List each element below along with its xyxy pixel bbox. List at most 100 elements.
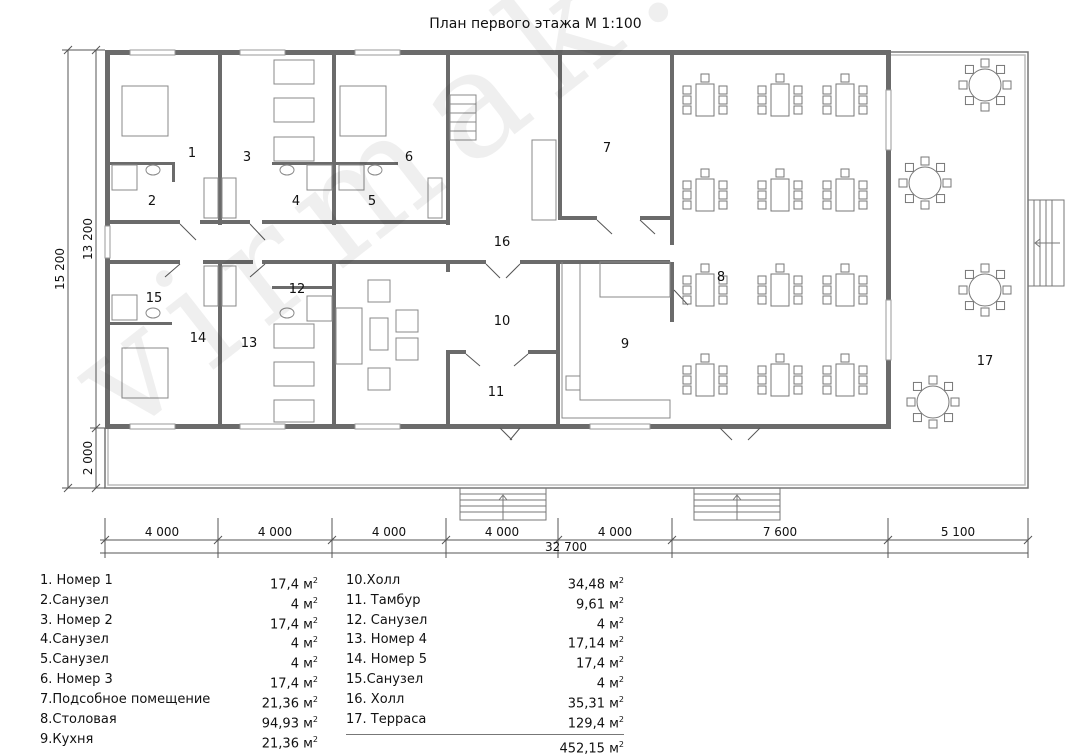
dim-total-height: 15 200 <box>53 248 67 290</box>
wardrobe <box>203 177 219 219</box>
area-value: 17,4 м <box>270 616 313 632</box>
room-label-8: 8 <box>717 270 725 285</box>
plan-title: План первого этажа М 1:100 <box>429 16 642 32</box>
room-label-10: 10 <box>494 314 511 329</box>
legend-room-name: 3. Номер 2 <box>40 612 113 628</box>
area-value: 94,93 м <box>261 716 313 732</box>
window <box>589 423 651 430</box>
area-value: 4 м <box>596 676 619 692</box>
legend-room-name: 6. Номер 3 <box>40 672 113 688</box>
legend-room-name: 8.Столовая <box>40 711 117 727</box>
legend-room-area: 9,61 м2 <box>576 593 624 613</box>
bed <box>273 361 315 387</box>
round-table <box>958 263 1012 317</box>
area-value: 35,31 м <box>567 696 619 712</box>
dim-h-4: 4 000 <box>485 525 519 539</box>
legend-room-name: 9.Кухня <box>40 731 94 747</box>
window <box>129 49 176 56</box>
legend-room-name: 5.Санузел <box>40 652 109 668</box>
window <box>239 49 286 56</box>
room-label-4: 4 <box>292 194 300 209</box>
dining-table <box>822 73 868 117</box>
area-value: 129,4 м <box>567 716 619 732</box>
dim-building-height: 13 200 <box>81 218 95 260</box>
legend-room-name: 2.Санузел <box>40 592 109 608</box>
bed <box>273 59 315 85</box>
dining-table <box>822 263 868 307</box>
terrace-outline <box>104 51 1029 489</box>
room-label-9: 9 <box>621 337 629 352</box>
legend-room-area: 17,4 м2 <box>270 573 318 593</box>
sink <box>145 164 161 176</box>
shower <box>306 295 333 322</box>
dimension-tick-mark <box>441 535 451 545</box>
area-unit-sup: 2 <box>312 694 318 704</box>
legend-room-area: 4 м2 <box>291 593 318 613</box>
room-label-13: 13 <box>241 336 258 351</box>
dim-h-6: 7 600 <box>763 525 797 539</box>
area-unit-sup: 2 <box>618 595 624 605</box>
area-unit-sup: 2 <box>312 655 318 665</box>
bed <box>273 136 315 162</box>
legend-room-area: 4 м2 <box>597 613 624 633</box>
area-value: 4 м <box>596 616 619 632</box>
area-value: 4 м <box>290 597 313 613</box>
room-label-2: 2 <box>148 194 156 209</box>
legend-row: 9.Кухня 21,36 м2 <box>40 732 318 752</box>
legend-room-area: 17,4 м2 <box>576 652 624 672</box>
shower <box>111 164 138 191</box>
legend-room-name: 15.Санузел <box>346 672 424 688</box>
area-unit-sup: 2 <box>618 576 624 585</box>
wardrobe <box>221 265 237 307</box>
room-label-14: 14 <box>190 331 207 346</box>
terrace-tables <box>898 58 1012 429</box>
bed <box>121 85 169 137</box>
room-label-3: 3 <box>243 150 251 165</box>
stairs <box>449 94 477 141</box>
coffee-table <box>369 317 389 351</box>
round-table <box>958 58 1012 112</box>
bed <box>273 399 315 423</box>
armchair <box>395 309 419 333</box>
area-unit-sup: 2 <box>618 739 624 749</box>
room-label-15: 15 <box>146 291 163 306</box>
dim-h-1: 4 000 <box>145 525 179 539</box>
legend-room-area: 129,4 м2 <box>568 712 624 732</box>
bed <box>121 347 169 399</box>
legend-row: 2.Санузел 4 м2 <box>40 593 318 613</box>
area-value: 21,36 м <box>261 696 313 712</box>
area-value: 4 м <box>290 636 313 652</box>
legend-room-name: 13. Номер 4 <box>346 632 427 648</box>
area-value: 21,36 м <box>261 735 313 751</box>
legend-room-area: 34,48 м2 <box>568 573 624 593</box>
room-label-7: 7 <box>603 141 611 156</box>
dim-h-7: 5 100 <box>941 525 975 539</box>
sink <box>145 307 161 319</box>
dimension-tick-mark <box>213 535 223 545</box>
steps-side <box>1027 199 1065 287</box>
legend-room-area: 94,93 м2 <box>262 712 318 732</box>
armchair <box>395 337 419 361</box>
legend-room-name: 12. Санузел <box>346 612 428 628</box>
dimension-tick-mark <box>327 535 337 545</box>
window <box>885 89 892 151</box>
dining-table <box>757 353 803 397</box>
room-label-5: 5 <box>368 194 376 209</box>
bed <box>339 85 387 137</box>
area-value: 4 м <box>290 656 313 672</box>
area-unit-sup: 2 <box>312 635 318 645</box>
counter <box>531 139 557 221</box>
area-unit-sup: 2 <box>618 694 624 704</box>
area-unit-sup: 2 <box>618 655 624 665</box>
dimension-tick-mark <box>667 535 677 545</box>
armchair <box>367 367 391 391</box>
dimension-tick-mark <box>1023 535 1033 545</box>
area-unit-sup: 2 <box>312 734 318 744</box>
area-unit-sup: 2 <box>618 615 624 625</box>
floor-plan: 1 2 3 4 5 6 7 8 9 10 11 12 13 14 15 16 1… <box>53 45 1065 558</box>
